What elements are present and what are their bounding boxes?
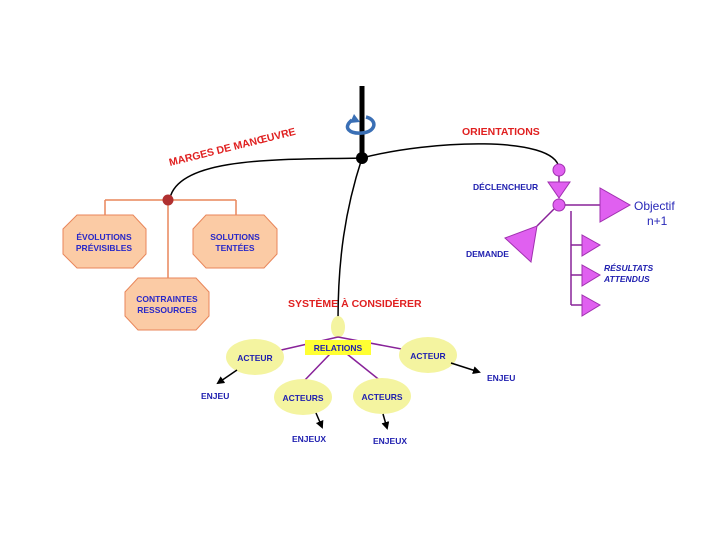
label-enjeu-left: ENJEU <box>201 391 229 401</box>
arrow-enjeux-right <box>381 413 390 430</box>
label-declencheur: DÉCLENCHEUR <box>473 182 538 192</box>
solutions-line2: TENTÉES <box>215 243 255 253</box>
label-relations: RELATIONS <box>314 343 363 353</box>
arrow-enjeu-right <box>450 362 481 374</box>
system-knob <box>331 316 345 338</box>
label-resultats-line2: ATTENDUS <box>603 274 650 284</box>
acteurs-left-oval <box>274 379 332 415</box>
declencheur-triangle <box>547 181 571 199</box>
acteur-right-oval <box>399 337 457 373</box>
curve-to-systeme <box>337 157 363 321</box>
label-resultats-line1: RÉSULTATS <box>604 263 653 273</box>
center-magenta-node <box>552 198 566 212</box>
label-objectif-line2: n+1 <box>647 214 668 228</box>
resultat-triangle-3 <box>581 294 601 317</box>
rotation-icon <box>345 114 376 135</box>
label-acteur-right: ACTEUR <box>410 351 445 361</box>
acteurs-right-oval <box>353 378 411 414</box>
solutions-line1: SOLUTIONS <box>210 232 260 242</box>
label-acteur-left: ACTEUR <box>237 353 272 363</box>
top-magenta-node <box>552 163 566 177</box>
label-enjeu-right: ENJEU <box>487 373 515 383</box>
curve-to-orientations <box>361 143 560 169</box>
arrow-enjeu-left <box>216 369 238 385</box>
label-objectif-line1: Objectif <box>634 199 675 213</box>
label-acteurs-left: ACTEURS <box>282 393 323 403</box>
acteur-left-oval <box>226 339 284 375</box>
evolutions-line1: ÉVOLUTIONS <box>76 232 132 242</box>
label-orientations: ORIENTATIONS <box>462 126 540 138</box>
right-branch: DÉCLENCHEUR DEMANDE Objectif n+1 RÉSULTA… <box>466 163 675 317</box>
resultat-triangle-1 <box>581 234 601 257</box>
label-marges: MARGES DE MANŒUVRE <box>168 126 297 169</box>
curve-to-marges <box>169 157 363 199</box>
oct-contraintes <box>124 277 210 331</box>
relations-box <box>305 340 371 355</box>
objectif-triangle <box>599 187 632 223</box>
contraintes-line2: RESSOURCES <box>137 305 197 315</box>
oct-solutions <box>192 214 278 269</box>
arrow-enjeux-left <box>315 412 324 429</box>
label-acteurs-right: ACTEURS <box>361 392 402 402</box>
left-hub <box>162 194 174 206</box>
label-demande: DEMANDE <box>466 249 509 259</box>
left-branch: ÉVOLUTIONS PRÉVISIBLES SOLUTIONS TENTÉES… <box>62 194 278 331</box>
contraintes-line1: CONTRAINTES <box>136 294 198 304</box>
system-branch: RELATIONS ACTEUR ACTEUR ACTEURS ACTEURS … <box>201 316 515 446</box>
demande-triangle <box>504 225 538 263</box>
label-enjeux-right: ENJEUX <box>373 436 407 446</box>
evolutions-line2: PRÉVISIBLES <box>76 243 133 253</box>
resultat-triangle-2 <box>581 264 601 287</box>
label-enjeux-left: ENJEUX <box>292 434 326 444</box>
oct-evolutions <box>62 214 147 269</box>
label-systeme: SYSTÈME À CONSIDÉRER <box>288 297 422 310</box>
